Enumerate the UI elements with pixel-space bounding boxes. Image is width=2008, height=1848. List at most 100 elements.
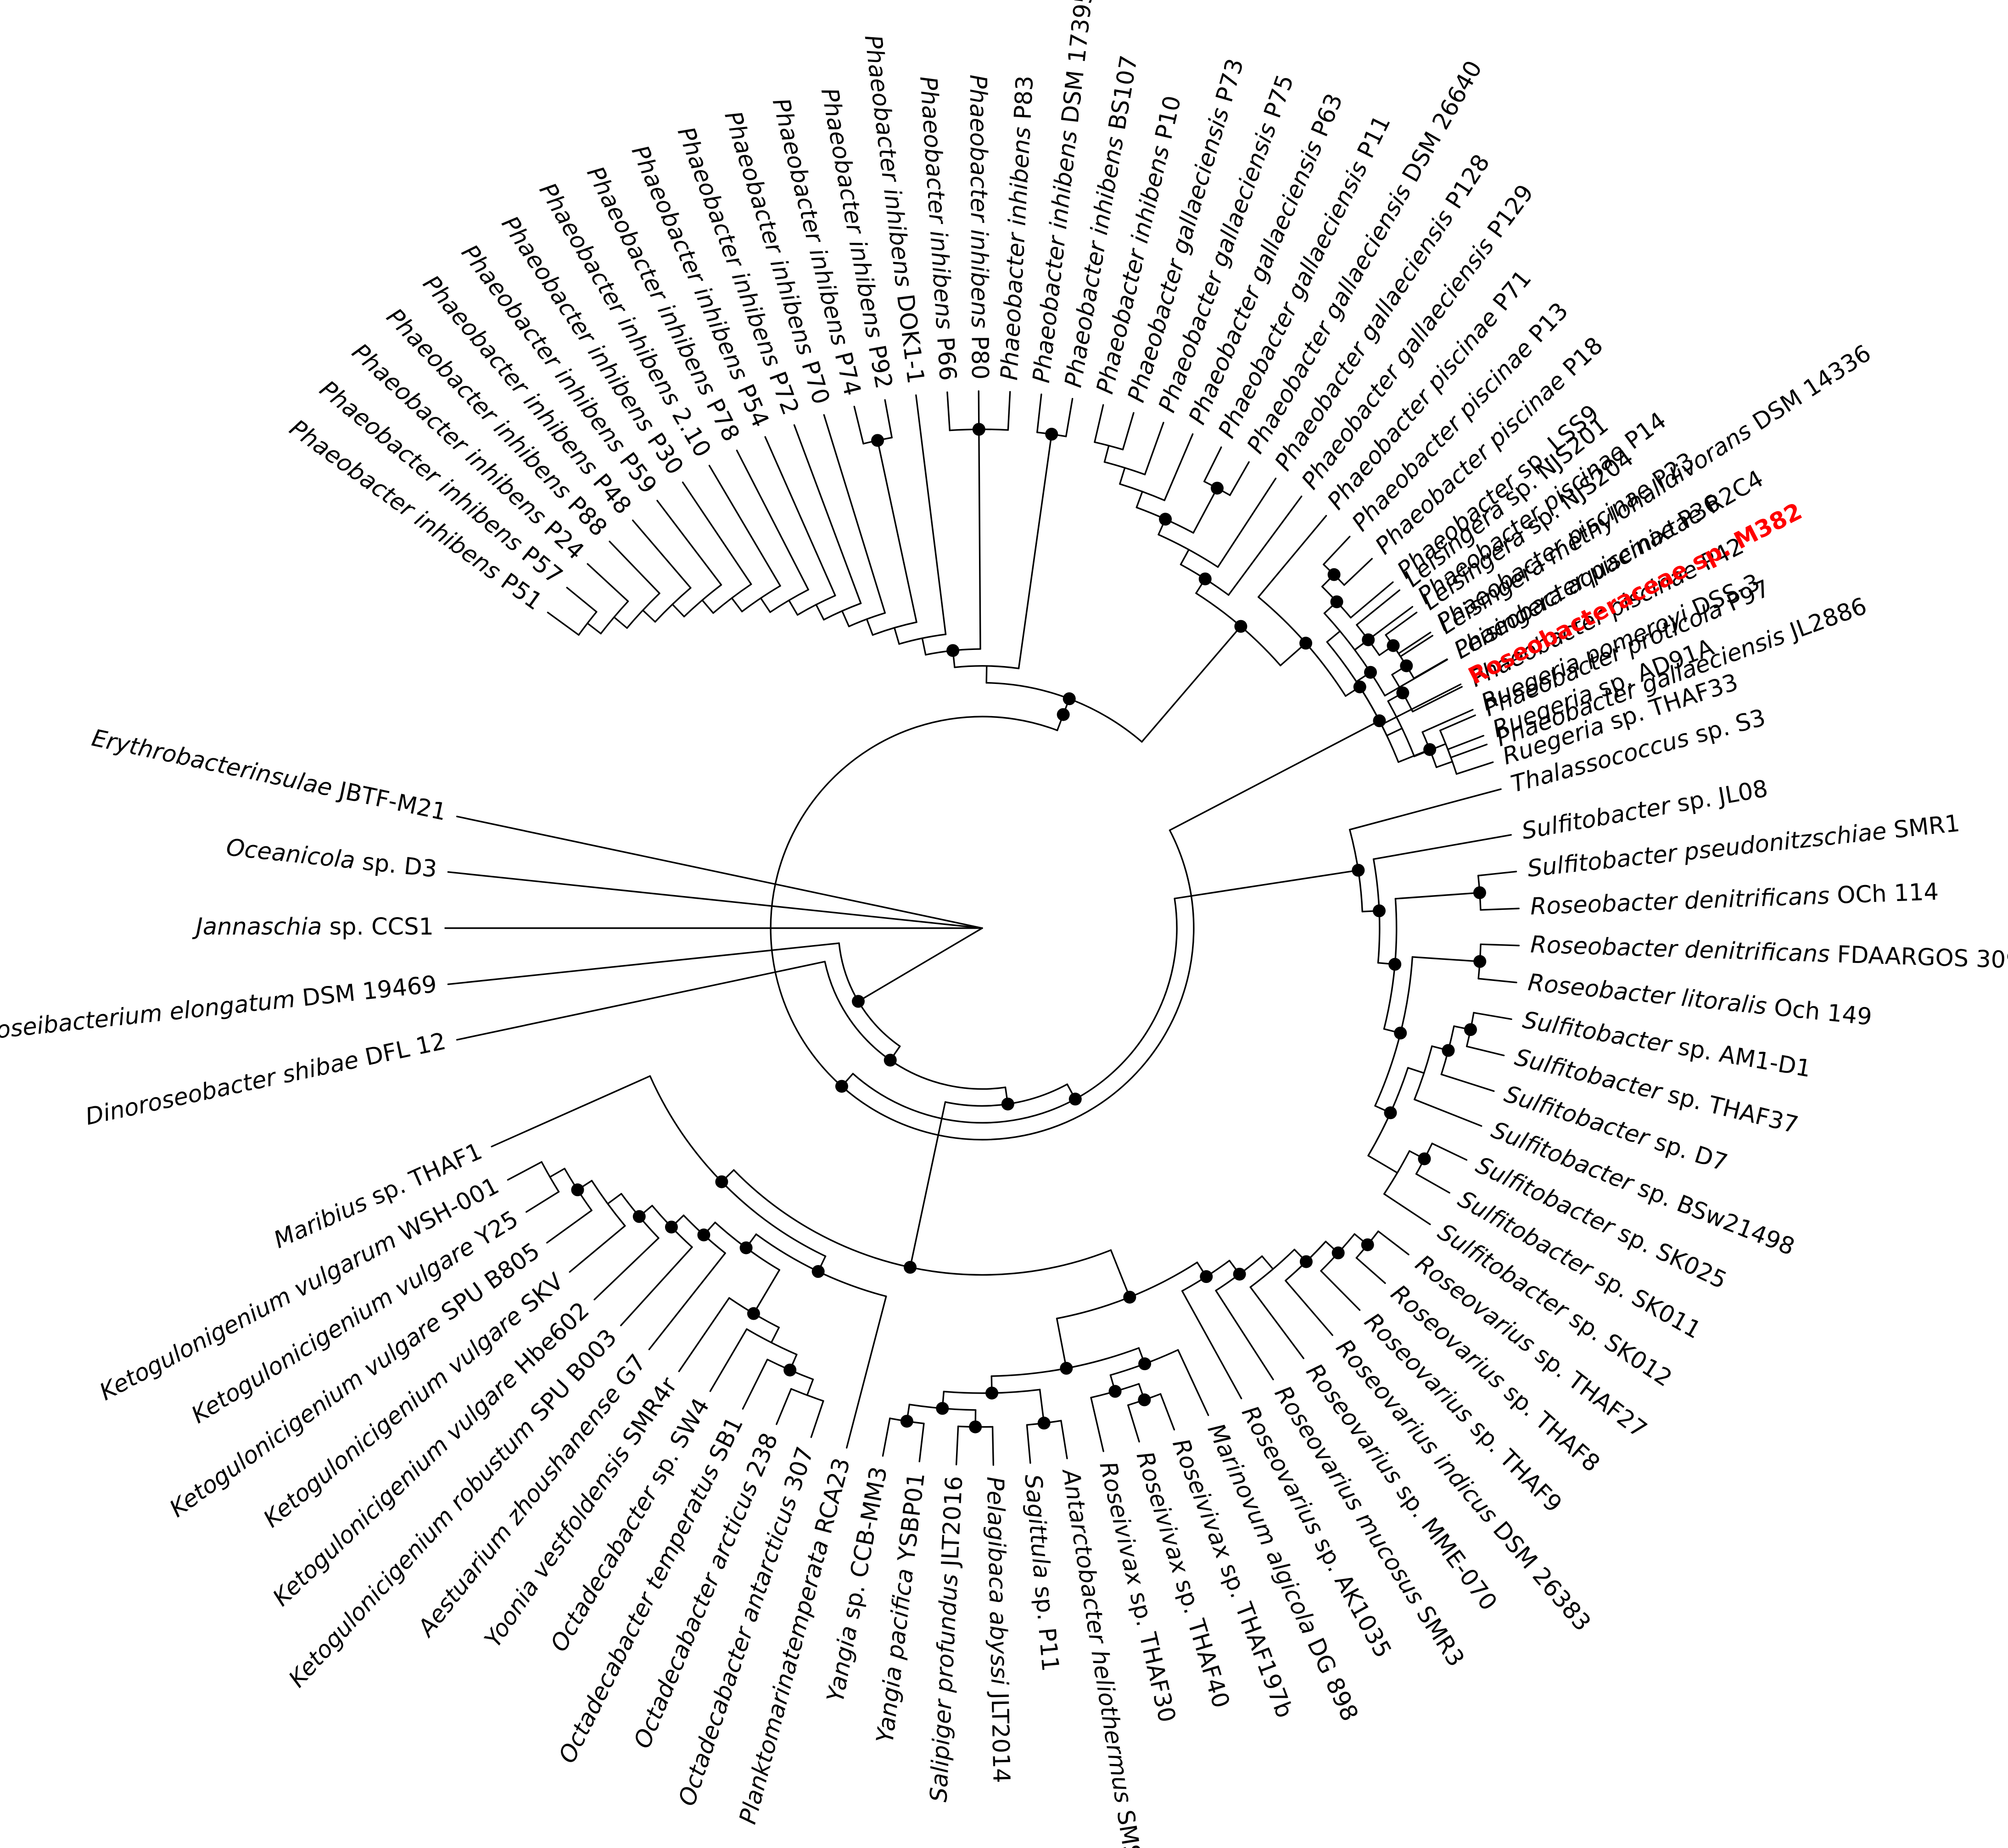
tip-label: Phaeobacter inhibens P80 [964, 74, 993, 380]
support-node [1037, 1417, 1051, 1430]
branch-line [770, 1327, 780, 1344]
tree-branches [444, 390, 1520, 1466]
branch-line [884, 399, 893, 438]
branch-line [1398, 632, 1432, 655]
support-node [1210, 482, 1224, 495]
branch-line [1094, 404, 1104, 443]
branch-line [1349, 788, 1502, 831]
tip-strain: P10 [1150, 93, 1186, 142]
support-node [1060, 1361, 1073, 1375]
tip-genus: Jannaschia [192, 913, 330, 941]
support-node [1364, 666, 1377, 679]
tip-label: Jannaschia sp. CCS1 [192, 913, 434, 941]
branch-line [1249, 1286, 1304, 1360]
tip-strain: DSM 19469 [301, 971, 438, 1012]
branch-line [1229, 461, 1250, 496]
tip-strain: DSM 26383 [1488, 1517, 1596, 1636]
tip-strain: DOK1-1 [891, 293, 929, 386]
tip-strain: SMR3 [1411, 1601, 1470, 1671]
tip-genus: Roseobacter denitrificans [1530, 882, 1837, 920]
tip-genus: Phaeobacter inhibens [914, 75, 958, 338]
branch-line [742, 1359, 768, 1410]
tip-strain: sp. D7 [1651, 1128, 1730, 1177]
branch-line [1480, 907, 1520, 911]
tip-label: Roseobacter denitrificans FDAARGOS 309 [1530, 931, 2008, 974]
support-node [632, 1210, 646, 1223]
support-node [1372, 904, 1386, 918]
tip-genus: Roseibacterium elongatum [0, 985, 304, 1046]
branch-line [793, 424, 862, 605]
support-node [1388, 958, 1402, 971]
branch-line [1372, 834, 1512, 860]
branch-line [566, 587, 598, 613]
support-node [1001, 1098, 1014, 1111]
branch-line [1412, 686, 1463, 712]
tip-strain: sp. JL08 [1675, 775, 1770, 818]
branch-line [1381, 683, 1462, 726]
branch-line [853, 405, 864, 445]
tip-strain: sp. CCS1 [330, 913, 434, 941]
branch-line [1144, 421, 1164, 476]
branch-line [1119, 467, 1126, 485]
branch-line [682, 482, 752, 585]
support-node [1299, 1255, 1313, 1268]
branch-line [1407, 1067, 1425, 1074]
branch-line [1065, 398, 1074, 437]
branch-line [607, 1193, 622, 1205]
branch-line [1215, 1289, 1274, 1381]
branch-line [620, 1246, 693, 1327]
branch-line [1060, 1420, 1068, 1459]
branch-line [1103, 445, 1110, 463]
branch-line [1356, 589, 1400, 626]
support-node [1442, 1044, 1455, 1057]
tip-strain: sp. THAF37 [1665, 1081, 1801, 1139]
branch-line [456, 816, 983, 929]
tip-genus: Yangia pacifica [872, 1560, 920, 1745]
branch-line [701, 599, 714, 614]
support-node [1159, 513, 1172, 526]
support-node [1233, 1267, 1246, 1281]
support-node [1198, 572, 1212, 586]
branch-line [1439, 714, 1476, 731]
support-node [904, 1260, 917, 1274]
branch-line [632, 519, 692, 589]
tip-label: Roseibacterium elongatum DSM 19469 [0, 971, 438, 1046]
tip-strain: P92 [863, 343, 897, 391]
branch-line [915, 394, 947, 635]
tip-strain: JLT2016 [937, 1475, 968, 1568]
support-node [1396, 686, 1410, 700]
branch-line [918, 1422, 925, 1462]
support-node [1473, 955, 1487, 968]
support-node [571, 1183, 584, 1197]
branch-line [1228, 495, 1303, 596]
tip-strain: DSM 17395 [1057, 0, 1099, 125]
branch-line [1192, 487, 1218, 534]
branch-line [1110, 1249, 1131, 1298]
support-node [783, 1363, 797, 1377]
support-node [1361, 1238, 1374, 1251]
branch-arc [733, 1169, 1112, 1276]
tip-genus: Erythrobacterinsulae [89, 724, 342, 803]
branch-line [1320, 1270, 1361, 1311]
support-node [1418, 1152, 1431, 1165]
branch-line [1141, 625, 1242, 743]
support-node [972, 423, 985, 436]
branch-line [656, 499, 722, 586]
branch-line [1056, 1317, 1068, 1369]
support-node [1464, 1023, 1477, 1036]
tip-label: Roseobacter denitrificans OCh 114 [1530, 879, 1939, 921]
branch-line [1394, 892, 1481, 900]
tip-genus: Yangia [822, 1616, 864, 1704]
branch-line [1421, 709, 1474, 733]
branch-line [1480, 943, 1520, 946]
support-node [1423, 743, 1437, 756]
support-node [1353, 680, 1366, 694]
branch-line [1258, 515, 1327, 598]
tip-strain: YSBP01 [893, 1471, 930, 1563]
branch-line [1343, 558, 1373, 586]
support-node [715, 1175, 728, 1188]
branch-line [810, 1400, 824, 1438]
tip-strain: P66 [931, 336, 961, 381]
support-node [1063, 692, 1076, 706]
branch-line [1203, 446, 1222, 482]
